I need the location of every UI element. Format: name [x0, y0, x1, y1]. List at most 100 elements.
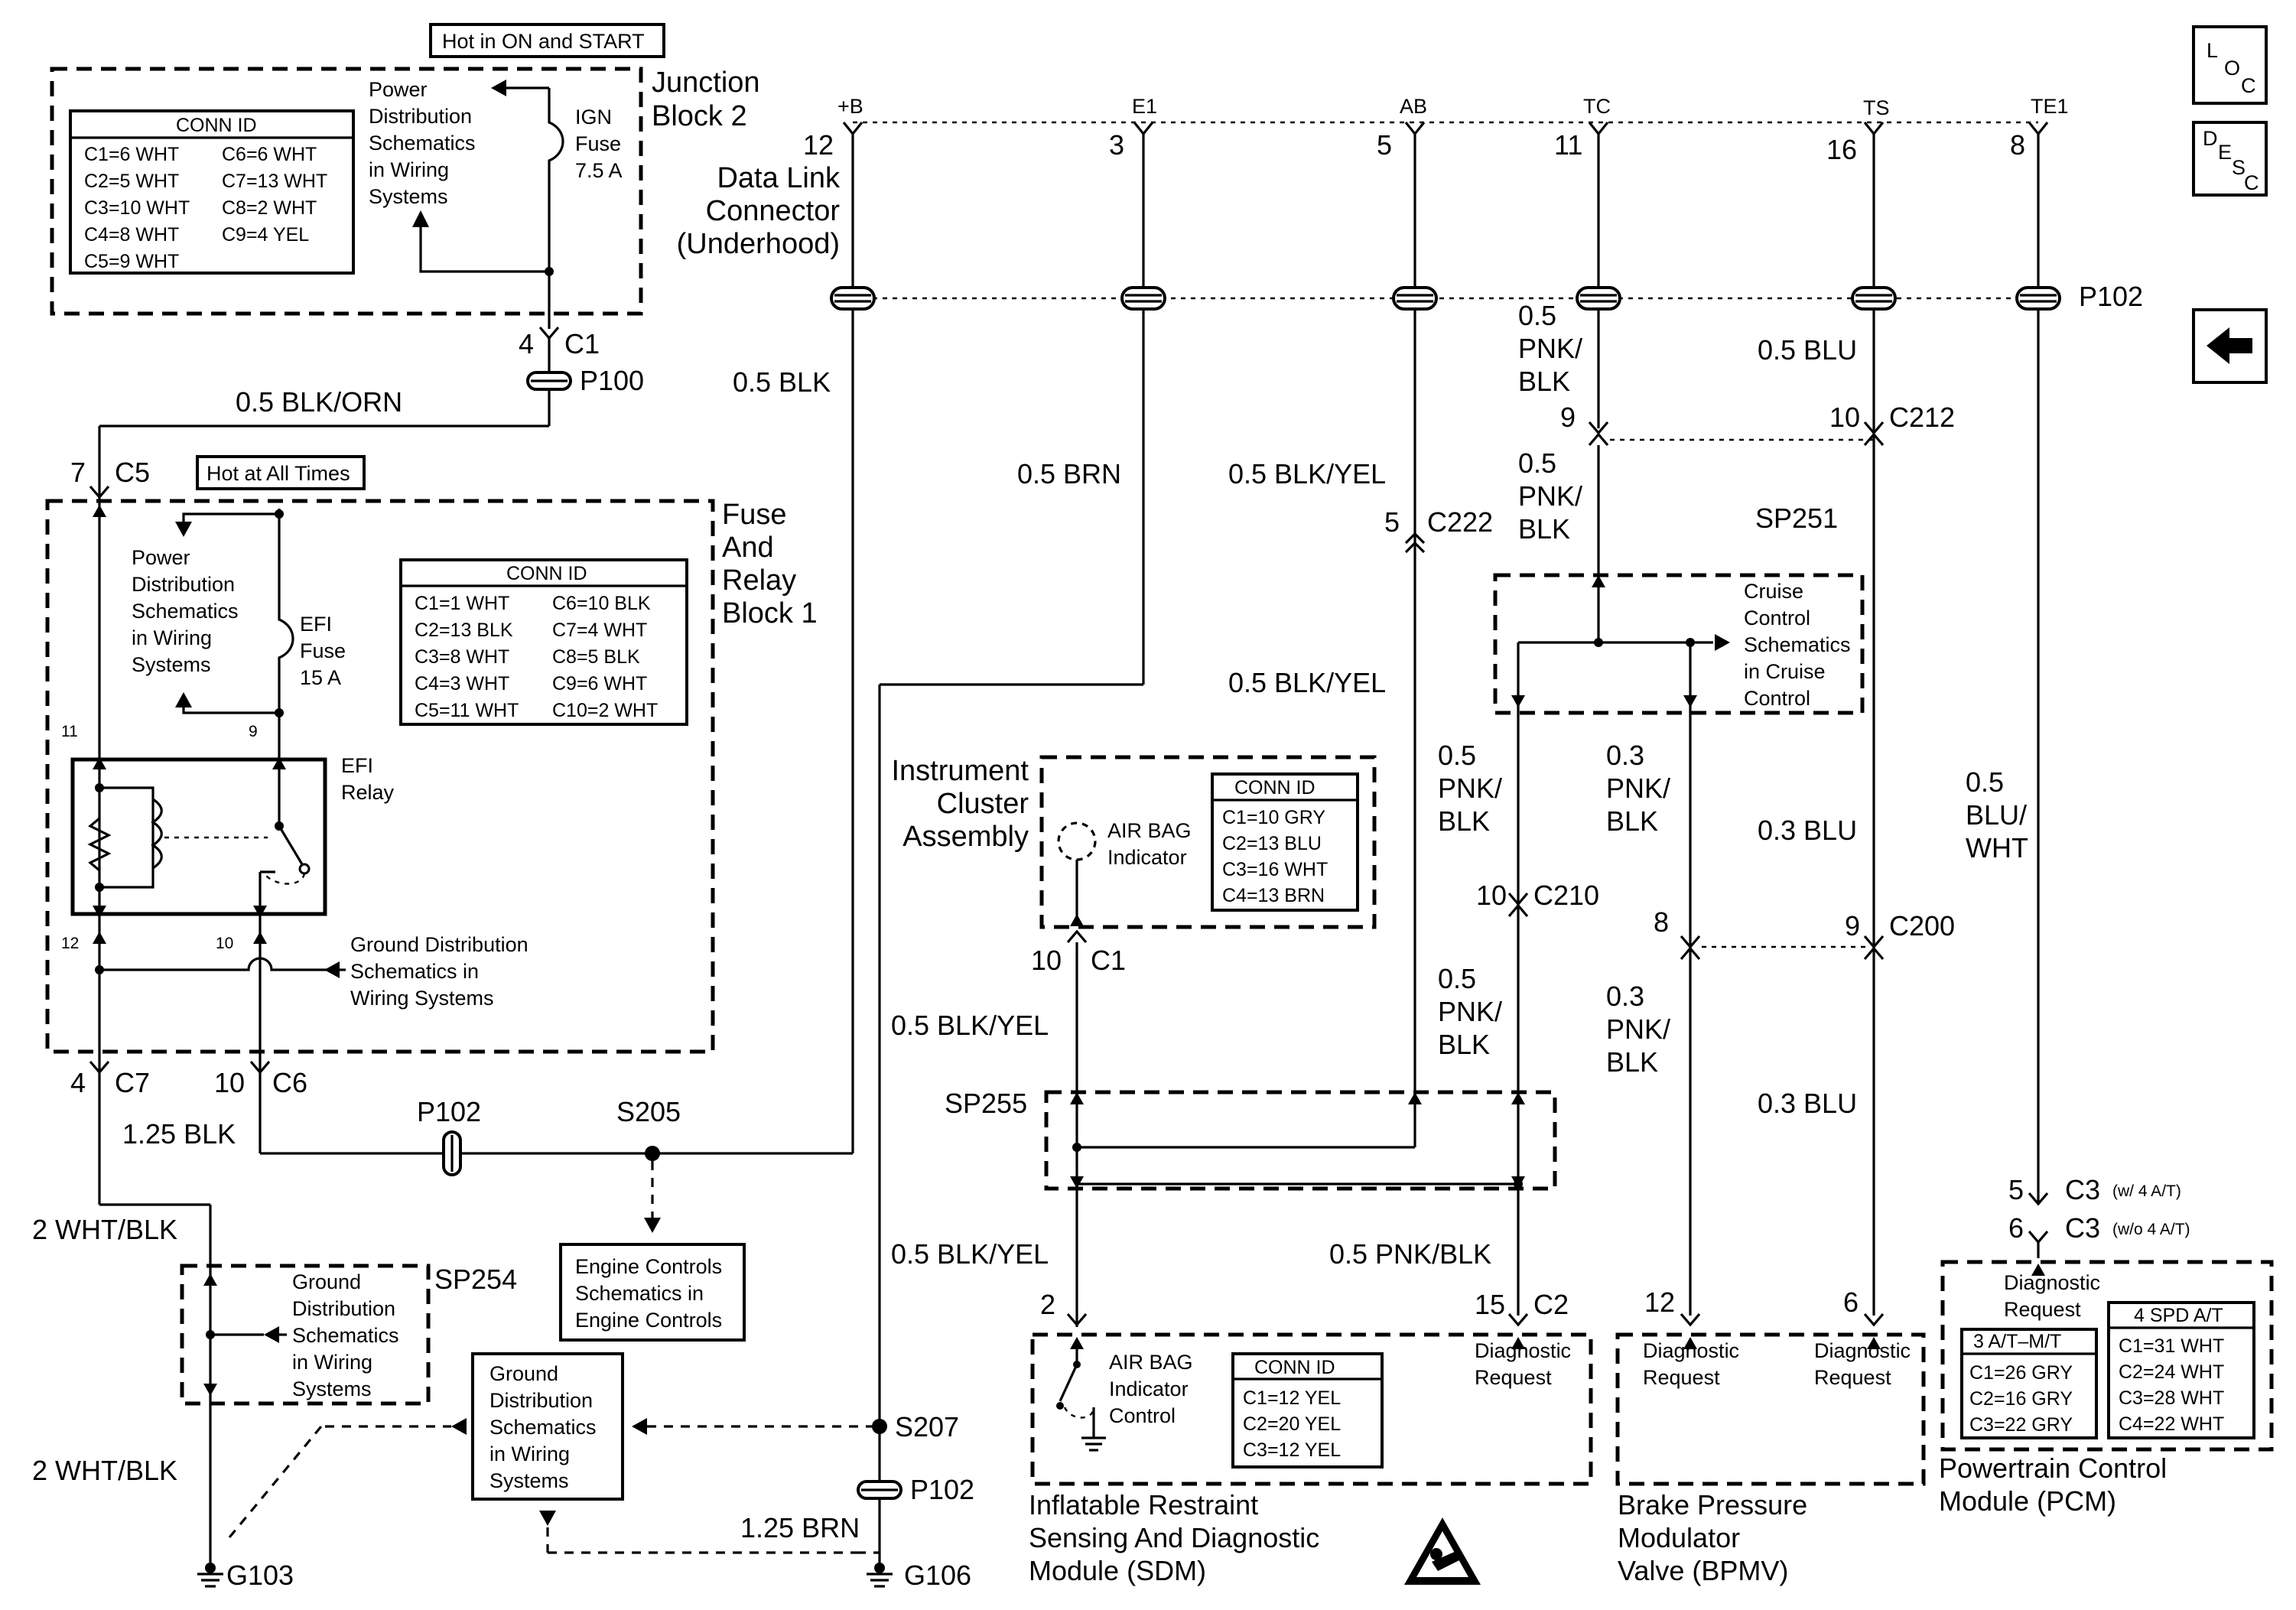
c210-pin: 10	[1476, 880, 1507, 911]
sp254-gds-text: in Wiring	[292, 1351, 372, 1374]
p102-right-label: P102	[2079, 281, 2143, 312]
engine-controls-text: Schematics in	[575, 1282, 704, 1305]
engine-controls-box: Engine Controls Schematics in Engine Con…	[559, 1243, 746, 1342]
c222-pin: 5	[1384, 506, 1400, 538]
pcm-table-a-title: 3 A/T–M/T	[1973, 1331, 2061, 1352]
wire-label-pnk-blk-sdm: 0.5 PNK/BLK	[1329, 1238, 1491, 1270]
hot-at-all-times-label: Hot at All Times	[207, 462, 350, 485]
c6-connector-label: C6	[272, 1067, 307, 1098]
desc-button[interactable]: D E S C	[2192, 121, 2268, 197]
frb-conn-cell: C4=3 WHT	[415, 673, 509, 694]
back-button[interactable]	[2192, 308, 2268, 384]
sp254-label: SP254	[434, 1264, 517, 1295]
airbag-warning-icon	[1404, 1517, 1481, 1585]
junction-block-2: Junction Block 2 Hot in ON and START CON…	[50, 23, 760, 359]
wire-label-pnk-blk-03: PNK/	[1606, 772, 1670, 804]
ground-dist-text: Systems	[489, 1469, 569, 1492]
hot-in-on-start-label: Hot in ON and START	[442, 30, 645, 53]
c200-pin-8: 8	[1654, 906, 1669, 938]
ground-distribution-box: Ground Distribution Schematics in Wiring…	[325, 1352, 876, 1554]
wire-label-blk: 0.5 BLK	[733, 366, 831, 398]
frb-conn-cell: C6=10 BLK	[552, 593, 651, 614]
wire-label-blk-yel-mid: 0.5 BLK/YEL	[1228, 667, 1386, 698]
terminal-name: +B	[837, 95, 863, 118]
terminal-pin: 11	[1554, 129, 1582, 161]
ground-dist-text: Distribution	[489, 1389, 593, 1412]
c212-tc-pin: 9	[1560, 402, 1576, 433]
ic-conn-title: CONN ID	[1234, 777, 1315, 798]
desc-letter: C	[2244, 171, 2259, 194]
wire-label-blu-wht: BLU/	[1966, 799, 2027, 831]
desc-letter: E	[2218, 141, 2232, 164]
junction-block-name-1: Junction	[652, 67, 760, 99]
c3-a-label: C3	[2065, 1174, 2100, 1205]
jb-conn-cell: C3=10 WHT	[84, 197, 190, 219]
ic-name: Instrument	[891, 755, 1029, 787]
frb-conn-cell: C8=5 BLK	[552, 646, 640, 668]
pcm-table-a-cell: C2=16 GRY	[1969, 1388, 2073, 1410]
frb-gds-text: Schematics in	[350, 960, 479, 983]
frb-conn-cell: C5=11 WHT	[415, 700, 519, 721]
wire-label-pnk-blk-03: 0.3	[1606, 740, 1644, 771]
jb-pds-text: Schematics	[369, 132, 476, 154]
terminal-e1: E1 3 0.5 BRN S207 P102 1.25 BRN G106	[740, 95, 1166, 1591]
bpmv-module: Diagnostic Request Diagnostic Request Br…	[1615, 1332, 1926, 1586]
sp254-gds-text: Distribution	[292, 1297, 395, 1320]
wire-label-blk-yel-ic: 0.5 BLK/YEL	[891, 1010, 1049, 1041]
pcm-table-b-cell: C4=22 WHT	[2119, 1413, 2224, 1435]
ground-dist-text: Schematics	[489, 1416, 597, 1439]
frb-conn-cell: C2=13 BLK	[415, 620, 513, 641]
sdm-pin-2: 2	[1040, 1289, 1055, 1320]
c2-pin: 15	[1475, 1289, 1505, 1320]
jb-pds-text: Distribution	[369, 105, 472, 128]
pcm-diag-text: Request	[2004, 1298, 2081, 1321]
jb-conn-cell: C5=9 WHT	[84, 251, 179, 272]
frb-conn-cell: C1=1 WHT	[415, 593, 509, 614]
sdm-conn-cell: C1=12 YEL	[1243, 1387, 1341, 1409]
c7-connector-label: C7	[115, 1067, 150, 1098]
c222-connector-label: C222	[1427, 506, 1493, 538]
pcm-name: Module (PCM)	[1939, 1485, 2116, 1517]
junction-block-name-2: Block 2	[652, 100, 747, 132]
wire-label-pnk-blk-4: PNK/	[1438, 996, 1502, 1027]
terminal-pin: 8	[2010, 129, 2025, 161]
g103-label: G103	[226, 1560, 294, 1591]
loc-button[interactable]: L O C	[2192, 25, 2268, 105]
ic-conn-cell: C3=16 WHT	[1222, 859, 1328, 880]
pcm-table-b-cell: C1=31 WHT	[2119, 1335, 2224, 1357]
loc-letter: C	[2241, 74, 2256, 97]
c1-connector-label: C1	[564, 328, 600, 359]
c210-connector-label: C210	[1533, 880, 1599, 911]
s207-label: S207	[895, 1411, 959, 1442]
ic-indicator-text: AIR BAG	[1107, 819, 1192, 842]
frb-conn-id-title: CONN ID	[506, 563, 587, 584]
c3-b-pin: 6	[2008, 1212, 2024, 1244]
jb-conn-cell: C1=6 WHT	[84, 144, 179, 165]
ic-c1-label: C1	[1091, 945, 1126, 976]
wire-label-blk-orn: 0.5 BLK/ORN	[236, 386, 402, 418]
jb-conn-cell: C2=5 WHT	[84, 171, 179, 192]
terminal-name: AB	[1400, 95, 1427, 118]
frb-name: Relay	[722, 564, 796, 597]
bpmv-pin-12: 12	[1644, 1286, 1675, 1318]
efi-fuse-text: Fuse	[300, 639, 346, 662]
pcm-diag-text: Diagnostic	[2004, 1271, 2100, 1294]
frb-gds-text: Wiring Systems	[350, 987, 494, 1010]
ic-name: Cluster	[937, 788, 1029, 820]
engine-controls-text: Engine Controls	[575, 1309, 722, 1332]
c5-pin: 7	[70, 457, 86, 488]
sdm-control-text: Indicator	[1109, 1377, 1189, 1400]
g106-label: G106	[904, 1560, 971, 1591]
loc-letter: L	[2207, 39, 2218, 62]
sdm-diag-text: Diagnostic	[1475, 1339, 1571, 1362]
cruise-text: Schematics	[1744, 633, 1851, 656]
sp254-gds-text: Systems	[292, 1377, 372, 1400]
frb-pds-text: Schematics	[132, 600, 239, 623]
sdm-control-text: Control	[1109, 1404, 1176, 1427]
c6-pin: 10	[214, 1067, 245, 1098]
wire-label-pnk-blk: BLK	[1518, 366, 1570, 397]
sp254-gds-text: Ground	[292, 1270, 361, 1293]
frb-conn-cell: C10=2 WHT	[552, 700, 658, 721]
relay-pin-label: 11	[61, 723, 78, 740]
jb-conn-cell: C9=4 YEL	[222, 224, 309, 246]
